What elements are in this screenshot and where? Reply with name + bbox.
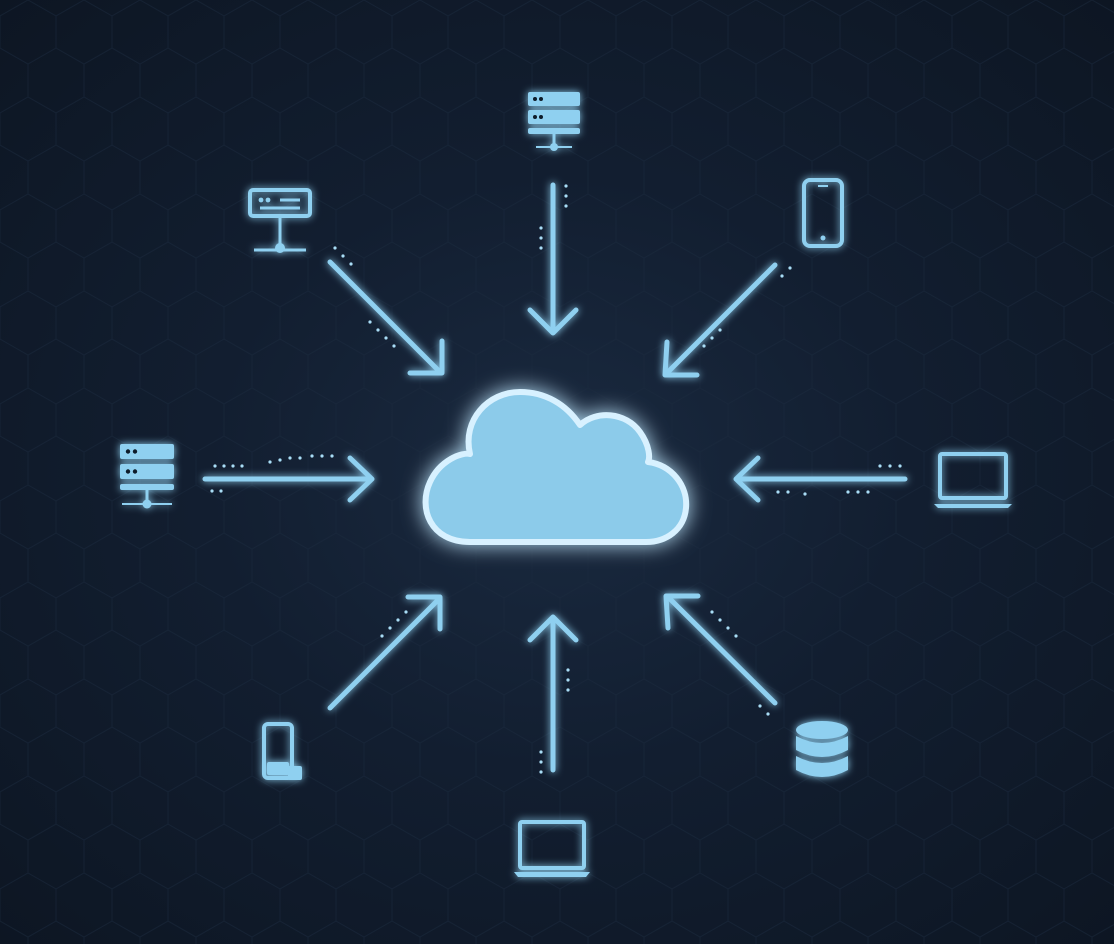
server-rack-icon — [120, 444, 174, 509]
arrow-bottom-left-storage-to-cloud — [327, 594, 443, 711]
laptop-icon — [514, 820, 590, 877]
network-device-icon — [248, 188, 312, 253]
smartphone-icon — [802, 178, 844, 248]
arrow-bottom-right-database-to-cloud — [663, 593, 778, 706]
arrow-bottom-laptop-to-cloud — [527, 614, 579, 773]
arrow-left-server-to-cloud — [202, 455, 375, 503]
cloud-icon — [422, 389, 690, 545]
arrow-right-laptop-to-cloud — [733, 455, 908, 503]
data-stream-dots — [210, 184, 902, 774]
arrow-top-left-network-to-cloud — [327, 259, 445, 376]
storage-device-icon — [262, 722, 302, 780]
database-icon — [796, 721, 848, 777]
arrow-top-server-to-cloud — [527, 182, 579, 336]
laptop-icon — [934, 452, 1012, 508]
server-rack-icon — [528, 92, 580, 151]
arrow-top-right-phone-to-cloud — [662, 262, 778, 378]
